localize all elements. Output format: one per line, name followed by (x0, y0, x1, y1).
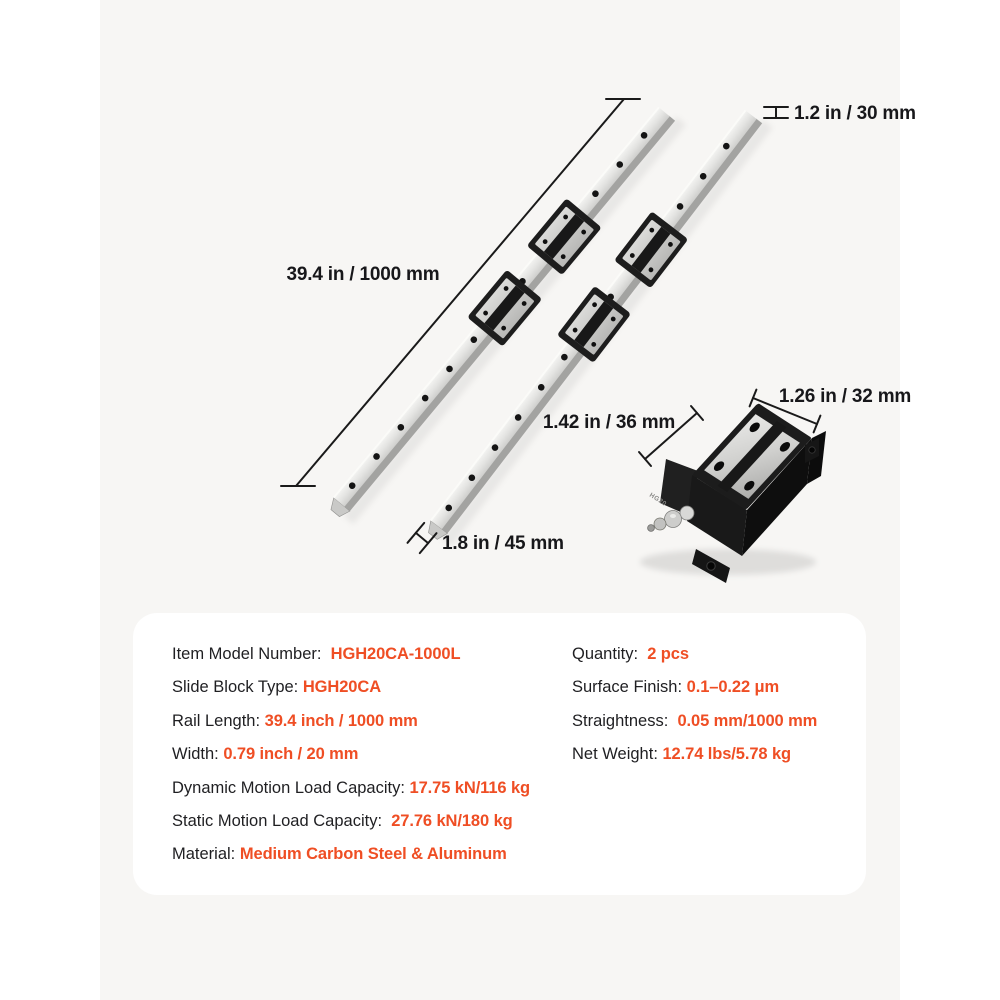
spec-label: Static Motion Load Capacity: (172, 811, 392, 830)
rail-end-face (330, 497, 351, 518)
spec-label: Item Model Number: (172, 645, 331, 663)
side-hole (808, 446, 816, 454)
label-block-width: 1.26 in / 32 mm (779, 386, 911, 407)
product-illustration: HG20 (280, 98, 916, 583)
bolt-holes (713, 422, 791, 491)
slide-block-illustration: HG20 (640, 403, 826, 583)
label-block-length: 1.42 in / 36 mm (543, 412, 675, 433)
spec-row-static-load: Static Motion Load Capacity: 27.76 kN/18… (172, 805, 530, 838)
spec-column-left: Item Model Number: HGH20CA-1000L Slide B… (172, 638, 530, 872)
dimension-block-width (748, 388, 822, 434)
spec-label: Width: (172, 745, 224, 764)
spec-label: Surface Finish: (572, 678, 687, 697)
rail-end-face (428, 520, 448, 540)
spec-value: HGH20CA-1000L (330, 645, 461, 663)
dimension-block-length (638, 405, 704, 467)
dimension-lines (280, 98, 822, 555)
spec-label: Quantity: (572, 645, 648, 663)
spec-row-quantity: Quantity: 2 pcs (572, 638, 817, 671)
spec-value: 17.75 kN/116 kg (409, 778, 531, 797)
spec-row-model-number: Item Model Number: HGH20CA-1000L (172, 638, 530, 671)
spec-value: 2 pcs (647, 645, 689, 663)
dimension-rail-length (280, 98, 641, 487)
label-rail-length: 39.4 in / 1000 mm (287, 264, 440, 285)
spec-row-straightness: Straightness: 0.05 mm/1000 mm (572, 705, 817, 738)
slide-block-top-face (693, 403, 811, 510)
spec-row-surface-finish: Surface Finish: 0.1–0.22 μm (572, 671, 817, 704)
spec-row-width: Width: 0.79 inch / 20 mm (172, 738, 530, 771)
grease-nipple (647, 505, 695, 532)
rail-right (428, 109, 773, 547)
spec-label: Net Weight: (572, 745, 663, 764)
spec-label: Slide Block Type: (172, 678, 303, 697)
dimension-rail-end (406, 521, 438, 555)
spec-row-material: Material: Medium Carbon Steel & Aluminum (172, 838, 530, 871)
spec-value: 39.4 inch / 1000 mm (264, 711, 418, 730)
spec-value: HGH20CA (302, 678, 382, 697)
spec-row-net-weight: Net Weight: 12.74 lbs/5.78 kg (572, 738, 817, 771)
spec-label: Dynamic Motion Load Capacity: (172, 778, 410, 797)
spec-row-slide-block-type: Slide Block Type: HGH20CA (172, 671, 530, 704)
spec-label: Rail Length: (172, 711, 265, 730)
spec-row-rail-length: Rail Length: 39.4 inch / 1000 mm (172, 705, 530, 738)
rail-mounting-holes (445, 142, 730, 512)
spec-label: Material: (172, 845, 240, 864)
spec-value: 12.74 lbs/5.78 kg (662, 745, 792, 764)
spec-value: 0.05 mm/1000 mm (677, 711, 818, 730)
spec-value: 0.1–0.22 μm (686, 678, 780, 697)
spec-row-dynamic-load: Dynamic Motion Load Capacity: 17.75 kN/1… (172, 772, 530, 805)
spec-label: Straightness: (572, 711, 678, 730)
tab-screw-hole (706, 561, 716, 571)
spec-value: 0.79 inch / 20 mm (223, 745, 359, 764)
spec-column-right: Quantity: 2 pcs Surface Finish: 0.1–0.22… (572, 638, 817, 772)
label-rail-height: 1.2 in / 30 mm (794, 103, 916, 124)
dimension-rail-height (763, 106, 789, 119)
spec-panel: Item Model Number: HGH20CA-1000L Slide B… (133, 613, 866, 895)
spec-value: 27.76 kN/180 kg (391, 811, 513, 830)
label-rail-end-width: 1.8 in / 45 mm (442, 533, 564, 554)
spec-value: Medium Carbon Steel & Aluminum (239, 845, 507, 864)
rail-left (330, 106, 687, 525)
